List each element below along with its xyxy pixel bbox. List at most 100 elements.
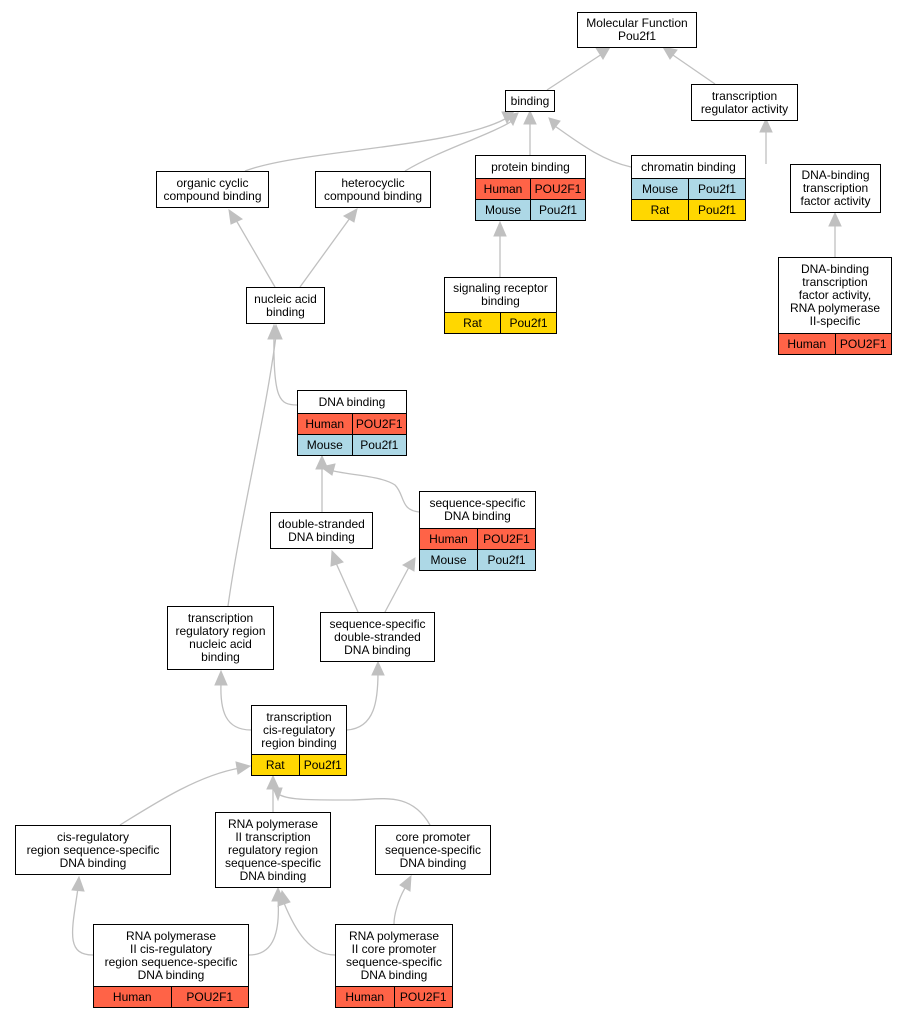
node-core-promoter-ssdb[interactable]: core promoter sequence-specific DNA bind…	[375, 825, 491, 875]
annotation-species: Rat	[463, 316, 482, 330]
node-label: DNA binding	[318, 394, 386, 409]
annotation-species: Mouse	[641, 182, 679, 196]
edge-line	[393, 887, 406, 925]
edge-line	[279, 794, 431, 826]
edge-arrowhead	[235, 761, 252, 775]
edge-arrowhead	[71, 875, 85, 892]
annotation-row: Mouse Pou2f1	[632, 178, 745, 199]
node-nucleic-acid-binding[interactable]: nucleic acid binding	[246, 287, 325, 324]
annotation-gene: POU2F1	[351, 414, 407, 434]
node-label: DNA-binding transcription factor activit…	[800, 168, 871, 208]
node-cis-regulatory-region-ssdb[interactable]: cis-regulatory region sequence-specific …	[15, 825, 171, 875]
annotation-gene: POU2F1	[530, 179, 585, 199]
annotation-row: Mouse Pou2f1	[476, 199, 585, 220]
annotation-gene: POU2F1	[834, 334, 892, 354]
edge-arrowhead	[523, 109, 537, 125]
annotation-gene: Pou2f1	[298, 755, 347, 775]
edge-arrowhead	[228, 208, 244, 225]
annotation-species: Rat	[265, 758, 285, 772]
edge-arrowhead	[214, 669, 228, 686]
annotation-gene: Pou2f1	[351, 435, 407, 455]
edge-line	[248, 897, 280, 956]
node-sequence-specific-ds-dna-binding[interactable]: sequence-specific double-stranded DNA bi…	[320, 612, 435, 662]
annotation-gene: Pou2f1	[688, 200, 745, 220]
edge-arrowhead	[399, 874, 412, 892]
node-label: RNA polymerase II transcription regulato…	[224, 816, 322, 883]
node-transcription-cis-regulatory-region-binding[interactable]: transcription cis-regulatory region bind…	[251, 705, 347, 776]
edge-arrowhead	[371, 660, 385, 676]
annotation-gene: Pou2f1	[530, 200, 585, 220]
edge-line	[220, 682, 252, 731]
edge-line	[227, 335, 277, 607]
edge-line	[335, 562, 359, 613]
edge-line	[244, 118, 506, 172]
node-rnap2-transcription-regulatory-region[interactable]: RNA polymerase II transcription regulato…	[215, 812, 331, 888]
node-label: binding	[510, 93, 550, 108]
edge-line	[235, 219, 276, 288]
annotation-species: Mouse	[484, 203, 522, 217]
edge-arrowhead	[266, 774, 280, 790]
edge-arrowhead	[828, 211, 842, 227]
annotation-row: Rat Pou2f1	[252, 754, 346, 775]
node-label: transcription regulatory region nucleic …	[175, 611, 266, 664]
annotation-species: Human	[345, 990, 385, 1004]
annotation-row: Human POU2F1	[779, 333, 891, 354]
edge-line	[283, 902, 336, 956]
node-label: transcription cis-regulatory region bind…	[261, 709, 337, 750]
edge-arrowhead	[506, 112, 519, 127]
node-double-stranded-dna-binding[interactable]: double-stranded DNA binding	[270, 512, 373, 549]
node-dna-binding-tf-activity-rnap2[interactable]: DNA-binding transcription factor activit…	[778, 257, 892, 355]
node-label: RNA polymerase II cis-regulatory region …	[104, 928, 238, 982]
edge-arrowhead	[759, 117, 773, 133]
edge-line	[329, 469, 420, 513]
edge-arrowhead	[548, 117, 561, 132]
node-label: double-stranded DNA binding	[278, 516, 365, 544]
annotation-row: Rat Pou2f1	[632, 199, 745, 220]
annotation-gene: Pou2f1	[477, 550, 535, 570]
edge-arrowhead	[401, 557, 416, 572]
node-binding[interactable]: binding	[505, 90, 555, 112]
edge-line	[273, 335, 298, 406]
node-label: RNA polymerase II core promoter sequence…	[345, 928, 443, 982]
node-label: sequence-specific double-stranded DNA bi…	[329, 616, 426, 657]
annotation-species: Human	[305, 417, 345, 431]
node-transcription-regulator-activity[interactable]: transcription regulator activity	[691, 84, 798, 121]
edge-line	[299, 217, 351, 288]
node-heterocyclic-compound-binding[interactable]: heterocyclic compound binding	[315, 171, 431, 208]
annotation-gene: Pou2f1	[688, 179, 745, 199]
edge-arrowhead	[319, 463, 336, 476]
edge-line	[346, 671, 379, 731]
node-transcription-regulatory-region-na-binding[interactable]: transcription regulatory region nucleic …	[167, 606, 274, 670]
edge-line	[384, 566, 410, 613]
node-dna-binding-tf-activity[interactable]: DNA-binding transcription factor activit…	[790, 164, 881, 213]
edge-line	[546, 53, 603, 91]
node-label: protein binding	[491, 159, 570, 174]
edge-line	[551, 123, 632, 168]
node-molecular-function[interactable]: Molecular Function Pou2f1	[577, 12, 697, 48]
edge-line	[71, 887, 94, 956]
annotation-species: Rat	[650, 203, 670, 217]
node-label: sequence-specific DNA binding	[429, 496, 526, 523]
node-label: chromatin binding	[641, 159, 736, 174]
node-rnap2-cis-regulatory-region[interactable]: RNA polymerase II cis-regulatory region …	[93, 924, 249, 1008]
edge-line	[404, 120, 513, 172]
annotation-gene: POU2F1	[170, 987, 249, 1007]
edge-arrowhead	[330, 549, 344, 567]
edge-arrowhead	[272, 787, 283, 802]
annotation-species: Human	[787, 337, 827, 351]
node-label: Molecular Function Pou2f1	[586, 16, 688, 43]
annotation-row: Human POU2F1	[298, 413, 406, 434]
node-organic-cyclic-compound-binding[interactable]: organic cyclic compound binding	[156, 171, 269, 208]
node-rnap2-core-promoter[interactable]: RNA polymerase II core promoter sequence…	[335, 924, 453, 1008]
